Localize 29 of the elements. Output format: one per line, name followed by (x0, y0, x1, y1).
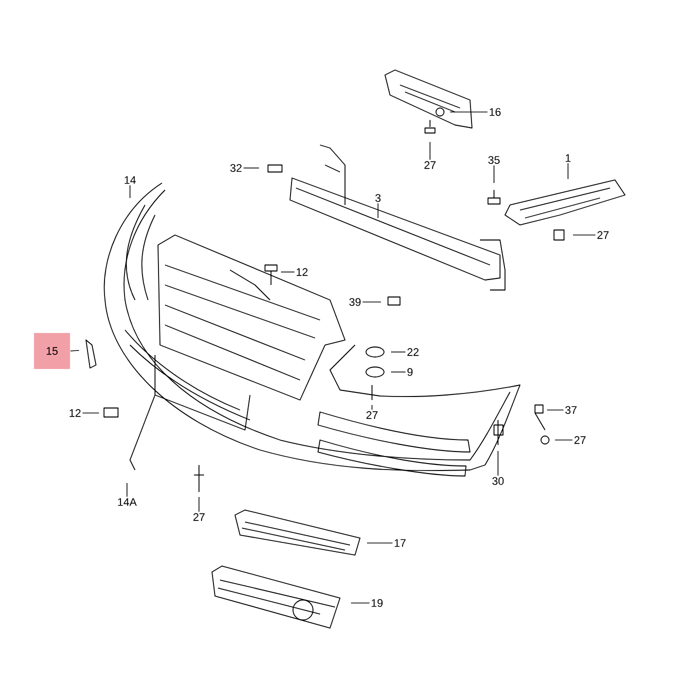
callout-number: 12 (294, 267, 310, 277)
callout-number: 16 (488, 107, 502, 117)
leader-line (198, 496, 200, 512)
callout-number: 27 (572, 435, 588, 445)
callout-number: 27 (596, 230, 610, 240)
callout-number: 27 (422, 160, 438, 170)
callout-number: 14 (122, 175, 138, 185)
leader-line (366, 542, 393, 544)
leader-line (70, 350, 80, 352)
highlighted-callout-number: 15 (34, 333, 70, 369)
callout-number: 12 (68, 408, 82, 418)
callout-number: 27 (192, 512, 206, 522)
callout-number: 3 (374, 193, 382, 203)
leader-line (350, 602, 370, 604)
callout-number: 17 (392, 538, 408, 548)
callout-number: 1 (564, 153, 572, 163)
callout-number: 30 (490, 476, 506, 486)
callout-number: 37 (564, 405, 578, 415)
callout-number: 22 (406, 347, 420, 357)
callout-number: 14A (116, 497, 138, 507)
callout-number: 9 (406, 367, 414, 377)
leader-line (126, 482, 128, 498)
callout-number: 32 (228, 163, 244, 173)
callout-number: 35 (486, 155, 502, 165)
callout-number: 39 (348, 297, 362, 307)
callout-number: 27 (364, 410, 380, 420)
callout-number: 19 (370, 598, 384, 608)
leader-line (572, 234, 596, 236)
leader-line (82, 412, 100, 414)
